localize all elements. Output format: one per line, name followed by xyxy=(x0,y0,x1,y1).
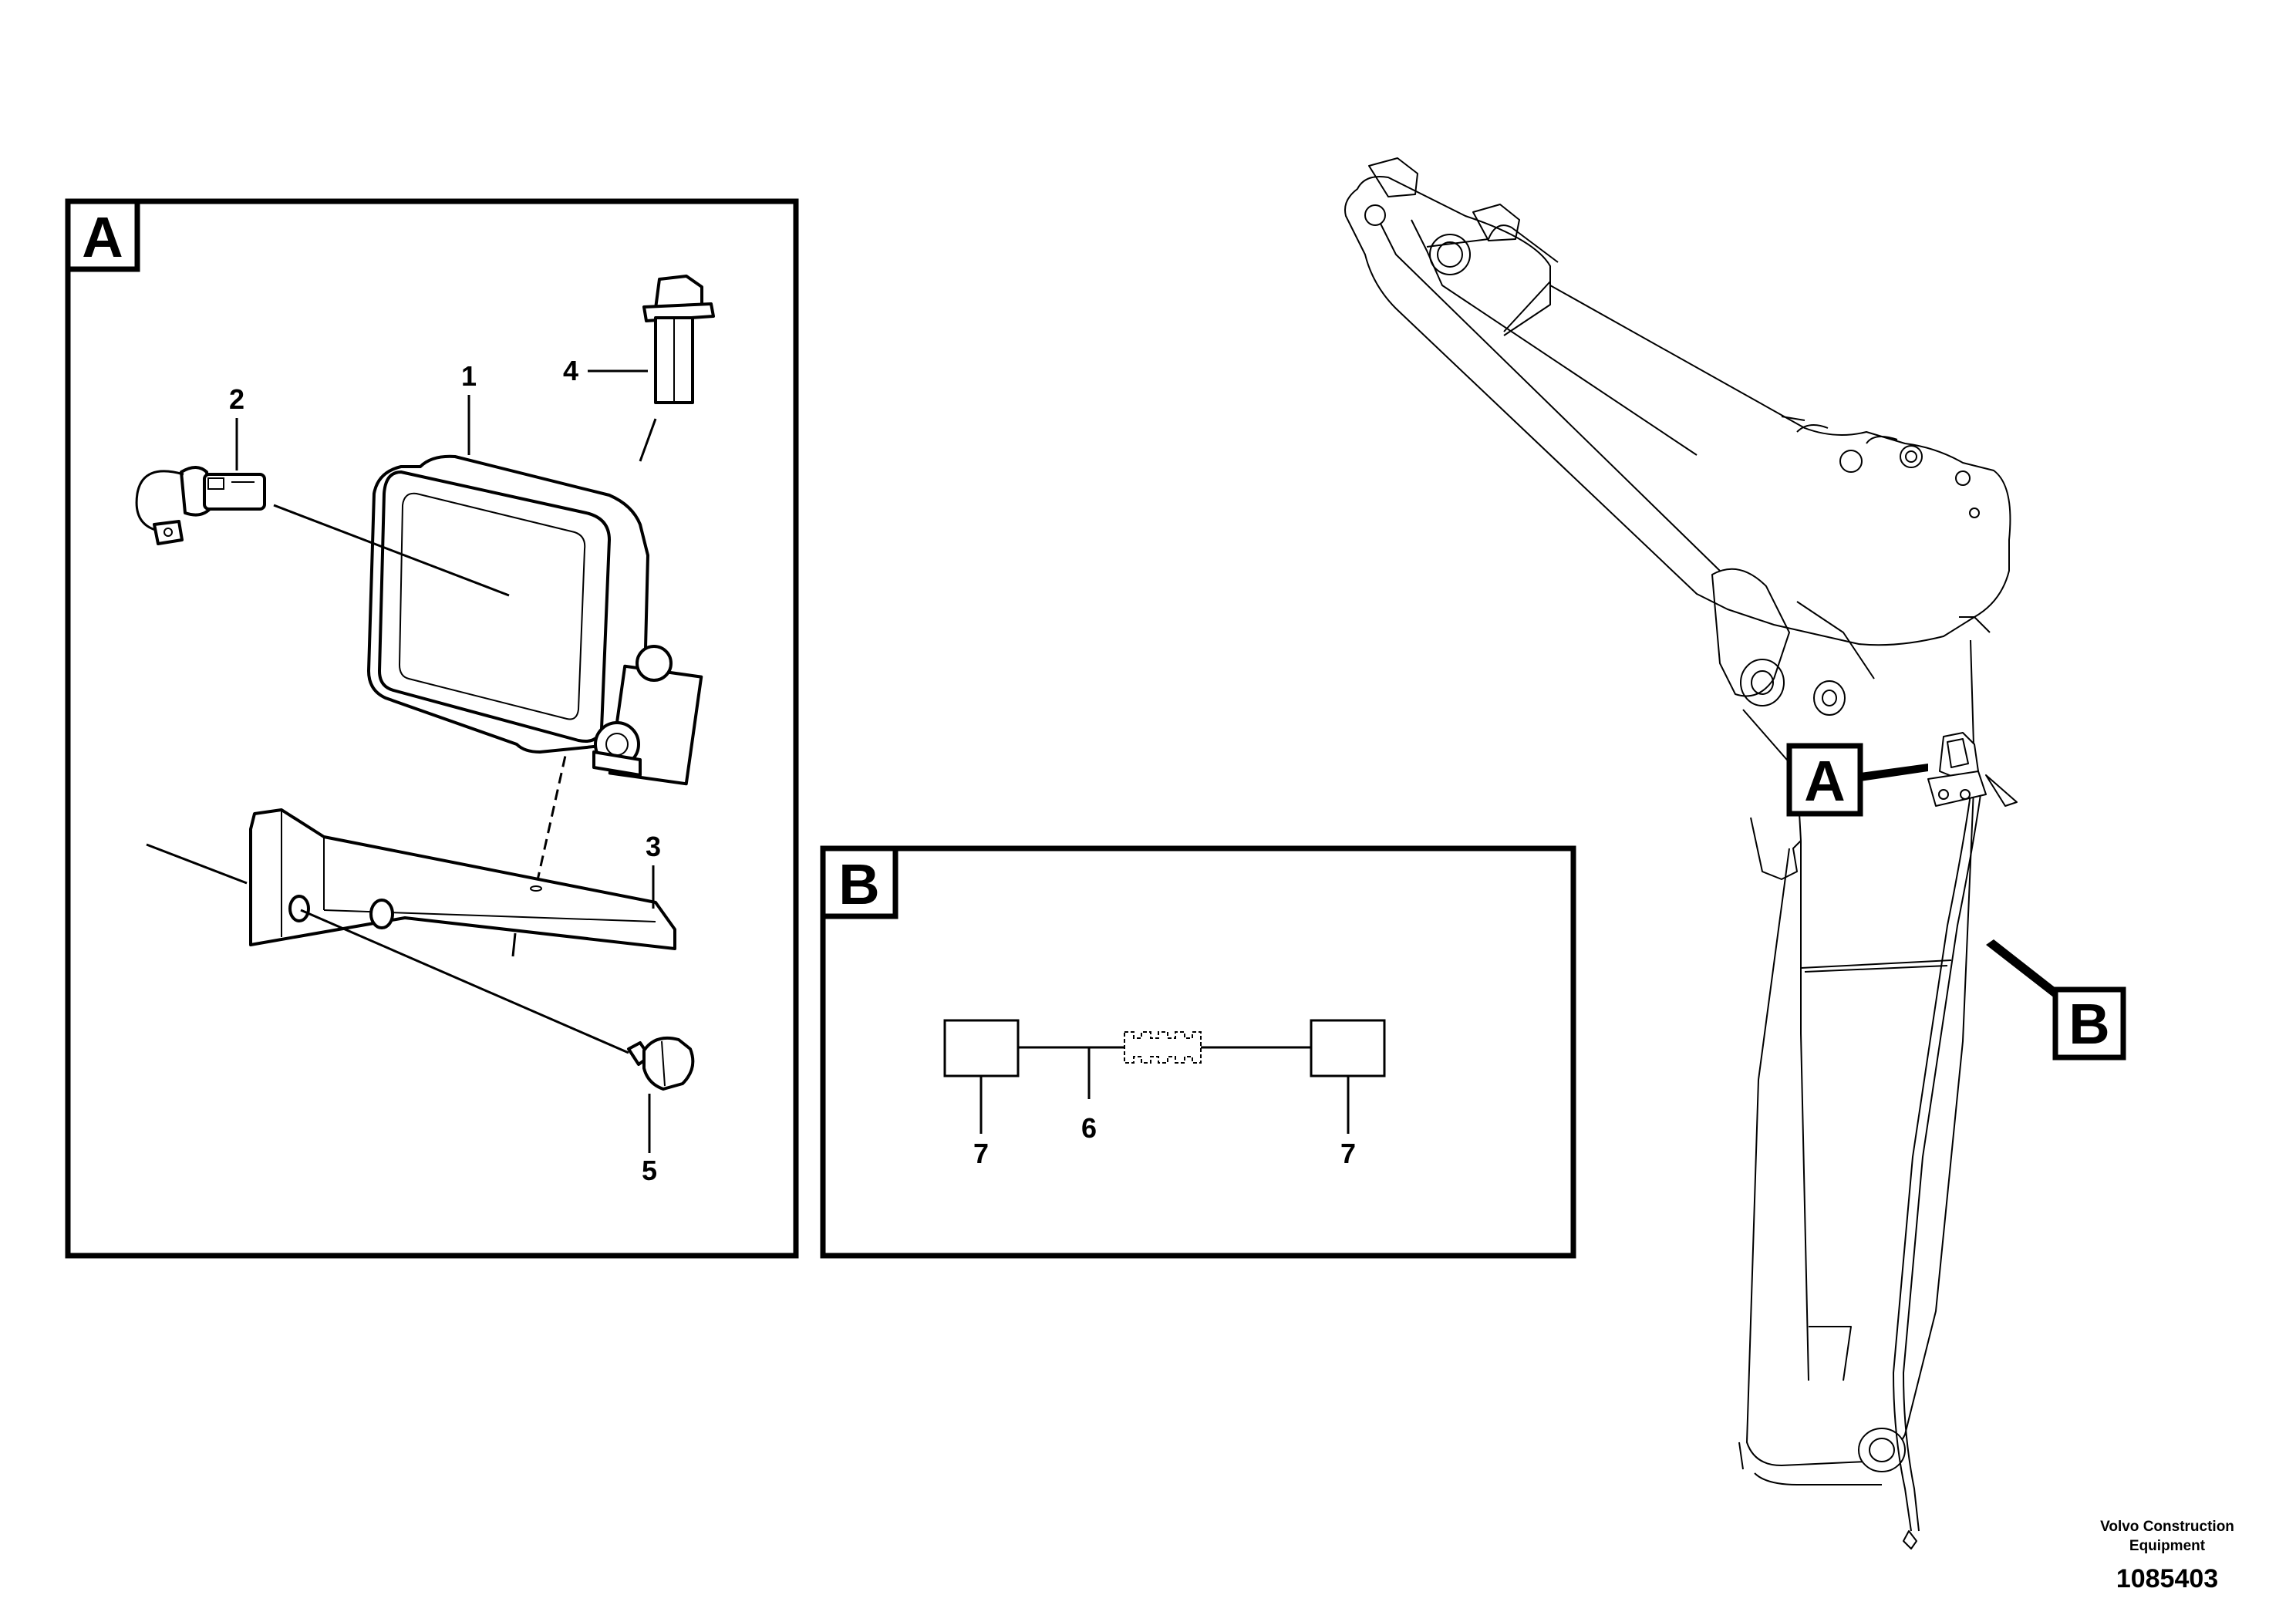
panel-a-frame xyxy=(65,198,799,1259)
callout-7-left: 7 xyxy=(973,1138,989,1169)
footer: Volvo Construction Equipment 1085403 xyxy=(2100,1519,2234,1593)
callout-4: 4 xyxy=(563,355,578,386)
callout-5: 5 xyxy=(642,1155,657,1186)
connector-left xyxy=(943,1019,1020,1077)
callout-7-right: 7 xyxy=(1340,1138,1356,1169)
screw-part-5 xyxy=(627,1036,695,1091)
footer-company-line1: Volvo Construction xyxy=(2100,1519,2234,1535)
panel-a-label-box xyxy=(65,198,140,272)
excavator-arm-view xyxy=(1344,157,2018,1549)
work-lamp-part-1 xyxy=(367,454,703,786)
screw-axis-line xyxy=(300,909,629,1054)
bolt-axis-dashed xyxy=(534,524,619,888)
cable-sleeve xyxy=(1124,1031,1202,1064)
bolt-part-4 xyxy=(642,275,715,404)
panel-b: B 7 6 7 xyxy=(820,845,1576,1259)
callout-3: 3 xyxy=(646,831,661,862)
panel-a-label: A xyxy=(82,205,123,269)
callout-1: 1 xyxy=(461,360,477,392)
panel-a: A xyxy=(65,198,799,1259)
bulb-leader-line xyxy=(273,504,510,597)
panel-b-label: B xyxy=(838,852,879,916)
bracket-hole-mark xyxy=(511,932,517,957)
marker-a-pointer xyxy=(1860,764,1928,781)
machine-marker-a: A xyxy=(1786,743,1928,817)
bolt-axis-line xyxy=(639,418,657,462)
callout-2: 2 xyxy=(229,383,244,415)
drawing-number: 1085403 xyxy=(2116,1564,2218,1593)
callout-6: 6 xyxy=(1081,1112,1097,1144)
machine-marker-b-label: B xyxy=(2068,992,2109,1056)
machine-marker-a-label: A xyxy=(1804,749,1845,813)
bracket-axis-line xyxy=(146,843,248,885)
panel-b-label-box xyxy=(820,845,899,919)
connector-right xyxy=(1310,1019,1386,1077)
bulb-plug-part-2 xyxy=(135,466,266,545)
machine-marker-b: B xyxy=(1986,939,2126,1061)
bracket-part-3 xyxy=(249,808,676,950)
footer-company-line2: Equipment xyxy=(2129,1538,2206,1554)
panel-b-frame xyxy=(820,845,1576,1259)
marker-b-pointer xyxy=(1986,939,2058,999)
